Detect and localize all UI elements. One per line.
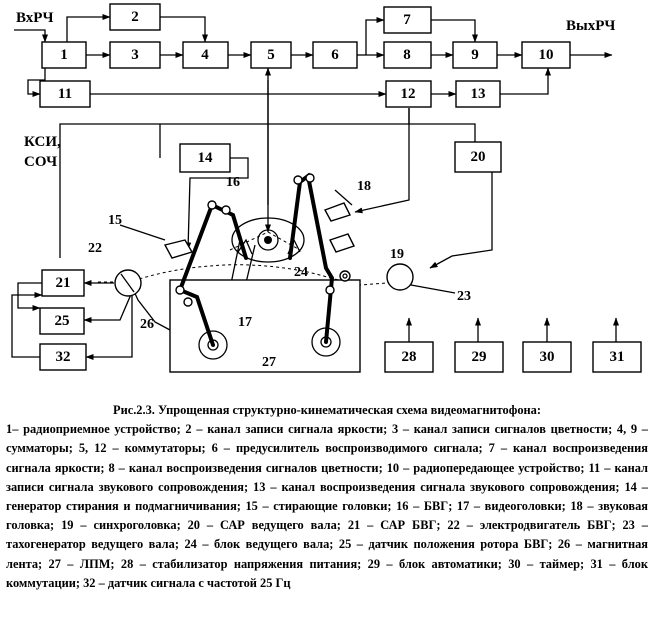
figure-title: Рис.2.3. Упрощенная структурно-кинематич… <box>113 403 541 417</box>
svg-text:29: 29 <box>472 349 487 365</box>
svg-text:30: 30 <box>540 349 555 365</box>
block-31: 31 <box>592 341 642 373</box>
block-21: 21 <box>41 269 85 297</box>
block-30: 30 <box>522 341 572 373</box>
block-32: 32 <box>39 343 87 371</box>
svg-text:10: 10 <box>539 47 554 63</box>
svg-text:28: 28 <box>402 349 417 365</box>
svg-text:21: 21 <box>56 275 71 291</box>
svg-text:9: 9 <box>471 47 479 63</box>
svg-text:7: 7 <box>403 12 411 28</box>
label-26: 26 <box>140 317 154 332</box>
svg-text:20: 20 <box>471 149 486 165</box>
block-3: 3 <box>109 41 161 69</box>
svg-text:5: 5 <box>267 47 275 63</box>
label-17: 17 <box>238 315 252 330</box>
block-1: 1 <box>41 41 87 69</box>
svg-text:14: 14 <box>198 150 214 166</box>
label-24: 24 <box>294 265 308 280</box>
svg-text:12: 12 <box>401 86 416 102</box>
block-28: 28 <box>384 341 434 373</box>
block-11: 11 <box>39 80 91 108</box>
block-4: 4 <box>182 41 229 69</box>
block-12: 12 <box>385 80 432 108</box>
tape-mechanism <box>114 172 414 373</box>
figure-legend: 1– радиоприемное устройство; 2 – канал з… <box>6 422 648 590</box>
block-9: 9 <box>452 41 498 69</box>
svg-text:32: 32 <box>56 349 71 365</box>
svg-text:2: 2 <box>131 9 139 25</box>
svg-text:8: 8 <box>403 47 411 63</box>
block-14: 14 <box>179 143 231 173</box>
connections <box>11 14 619 360</box>
svg-text:6: 6 <box>331 47 339 63</box>
block-25: 25 <box>39 307 85 335</box>
block-7: 7 <box>383 6 432 34</box>
block-20: 20 <box>454 141 502 173</box>
svg-text:13: 13 <box>471 86 486 102</box>
label-19: 19 <box>390 247 404 262</box>
block-10: 10 <box>521 41 571 69</box>
svg-text:31: 31 <box>610 349 625 365</box>
label-16: 16 <box>226 175 240 190</box>
block-6: 6 <box>312 41 358 69</box>
block-8: 8 <box>383 41 432 69</box>
output-signal-label: ВыхРЧ <box>566 18 615 34</box>
sync-signal-label-1: КСИ, <box>24 134 61 150</box>
block-2: 2 <box>109 3 161 31</box>
label-18: 18 <box>357 179 371 194</box>
block-5: 5 <box>250 41 292 69</box>
svg-text:25: 25 <box>55 313 70 329</box>
label-27: 27 <box>262 355 276 370</box>
block-13: 13 <box>455 80 501 108</box>
figure-caption: Рис.2.3. Упрощенная структурно-кинематич… <box>6 401 648 593</box>
input-signal-label: ВхРЧ <box>16 10 53 26</box>
svg-text:11: 11 <box>58 86 72 102</box>
label-22: 22 <box>88 241 102 256</box>
svg-text:1: 1 <box>60 47 68 63</box>
svg-text:4: 4 <box>201 47 209 63</box>
svg-text:3: 3 <box>131 47 139 63</box>
block-29: 29 <box>454 341 504 373</box>
label-23: 23 <box>457 289 471 304</box>
video-recorder-diagram: ВхРЧ ВыхРЧ КСИ, СОЧ <box>11 3 642 373</box>
sync-signal-label-2: СОЧ <box>24 154 57 170</box>
label-15: 15 <box>108 213 122 228</box>
